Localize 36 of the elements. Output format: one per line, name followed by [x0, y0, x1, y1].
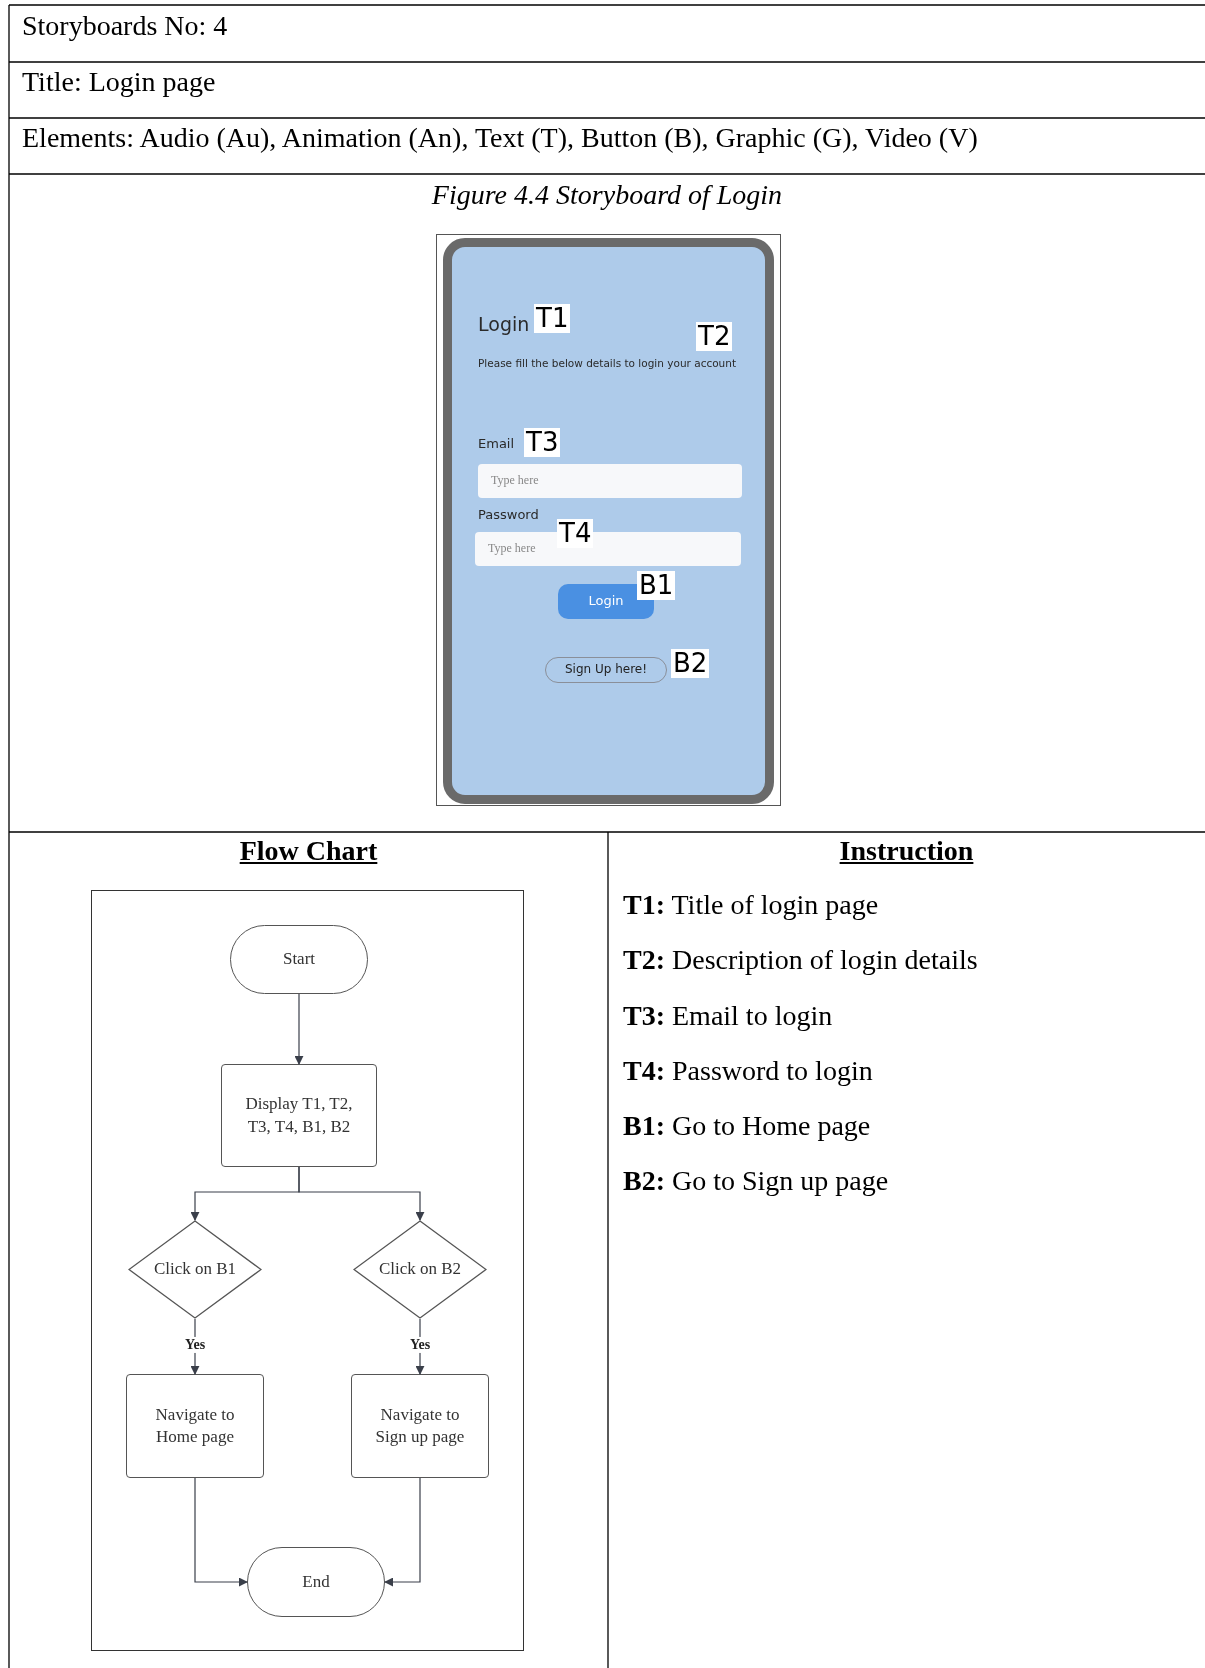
instruction-text: T4: Password to login	[623, 1055, 873, 1088]
callout-label: T3	[524, 428, 561, 457]
decision-diamond: Click on B2	[353, 1220, 487, 1319]
row-text: Storyboards No: 4	[22, 10, 228, 43]
row-text: Title: Login page	[22, 66, 216, 99]
decision-diamond: Click on B1	[128, 1220, 262, 1319]
arrow	[294, 993, 304, 1065]
instruction-text: B2: Go to Sign up page	[623, 1165, 889, 1198]
callout-label: T2	[696, 322, 733, 351]
instruction-text: T2: Description of login details	[623, 944, 978, 977]
process-box: Navigate to Sign up page	[351, 1374, 489, 1478]
callout-label: T1	[534, 304, 571, 333]
callout-label: B1	[637, 571, 676, 600]
arrow	[298, 1166, 425, 1221]
arrow	[194, 1477, 248, 1587]
callout-label: T4	[557, 519, 594, 548]
field-label: Password	[478, 508, 539, 523]
instruction-text: T1: Title of login page	[623, 889, 879, 922]
arrow	[384, 1477, 421, 1587]
instruction-text: B1: Go to Home page	[623, 1110, 871, 1143]
callout-label: B2	[671, 649, 710, 678]
row-text: Elements: Audio (Au), Animation (An), Text (T), Button (B), Graphic (G), Video (V)	[22, 122, 978, 155]
process-box: Navigate to Home page	[126, 1374, 264, 1478]
section-heading: Instruction	[839, 835, 974, 868]
screen-title: Login	[478, 314, 530, 336]
instruction-text: T3: Email to login	[623, 1000, 833, 1033]
field-label: Email	[478, 437, 515, 452]
edge-label: Yes	[183, 1336, 207, 1353]
figure-caption: Figure 4.4 Storyboard of Login	[431, 179, 783, 212]
terminal-shape: End	[247, 1547, 385, 1617]
edge-label: Yes	[408, 1336, 432, 1353]
process-box: Display T1, T2, T3, T4, B1, B2	[221, 1064, 377, 1167]
screen-description: Please fill the below details to login your account	[478, 357, 737, 370]
terminal-shape: Start	[230, 925, 368, 994]
section-heading: Flow Chart	[239, 835, 378, 868]
input-field: Type here	[478, 464, 742, 498]
